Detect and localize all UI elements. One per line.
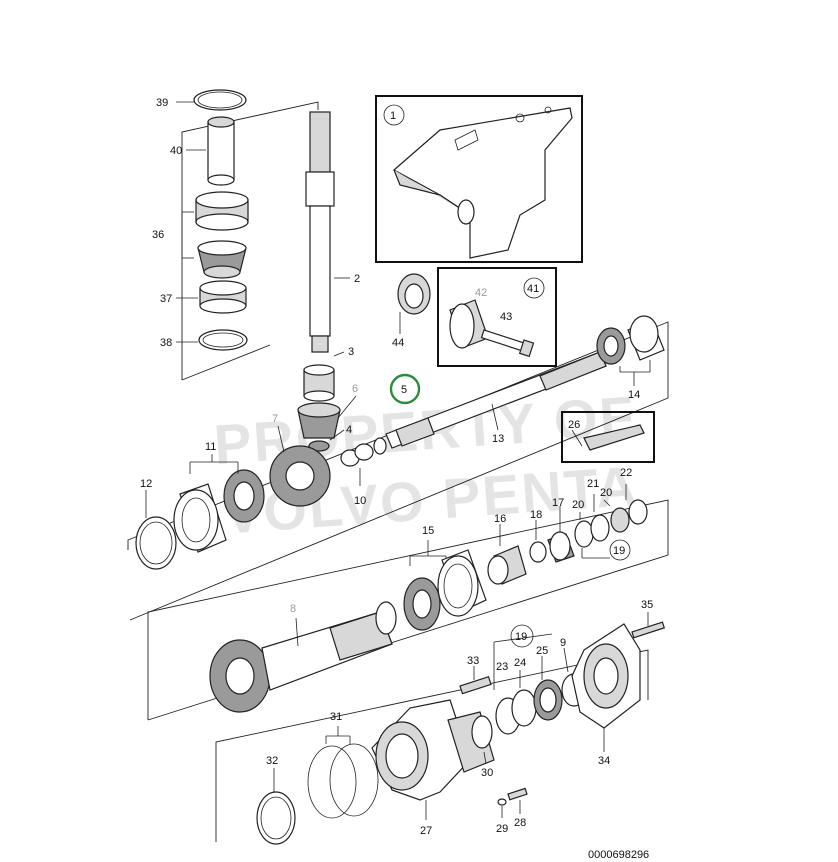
label-22: 22	[620, 467, 632, 479]
label-12: 12	[140, 478, 152, 490]
vertical-shaft-group: 2 3 6 4	[297, 111, 360, 452]
label-2: 2	[354, 273, 360, 285]
label-23: 23	[496, 661, 508, 673]
label-9: 9	[560, 637, 566, 649]
label-11: 11	[205, 441, 216, 453]
label-10: 10	[354, 495, 366, 507]
label-36: 36	[152, 229, 164, 241]
label-21: 21	[587, 478, 599, 490]
label-20b: 20	[600, 487, 612, 499]
label-7: 7	[272, 413, 278, 425]
label-35: 35	[641, 599, 653, 611]
label-38: 38	[160, 337, 172, 349]
label-24: 24	[514, 657, 526, 669]
label-5: 5	[401, 384, 407, 396]
o-ring-group: 31 32	[256, 711, 379, 845]
label-42: 42	[475, 287, 487, 299]
callout-box-1: 1	[375, 95, 583, 263]
label-13: 13	[492, 433, 504, 445]
callout-box-26: 26	[561, 411, 655, 463]
label-25: 25	[536, 645, 548, 657]
label-1: 1	[390, 110, 396, 122]
label-30: 30	[481, 767, 493, 779]
label-26: 26	[568, 419, 580, 431]
label-27: 27	[420, 825, 432, 837]
reverse-bearing-group: 15 16 18 17 20 21 20 22 19	[403, 467, 648, 631]
label-31: 31	[330, 711, 342, 723]
label-18: 18	[530, 509, 542, 521]
label-44: 44	[392, 337, 404, 349]
bearing-housing-group: 27 30 29 28	[371, 699, 528, 837]
label-3: 3	[348, 346, 354, 358]
label-34: 34	[598, 755, 610, 767]
label-19a: 19	[613, 545, 625, 557]
label-39: 39	[156, 97, 168, 109]
document-id: 0000698296	[588, 849, 649, 861]
propeller-shaft-group: 13 14	[373, 315, 665, 455]
part-10: 10	[340, 443, 374, 507]
label-40: 40	[170, 145, 182, 157]
label-32: 32	[266, 755, 278, 767]
label-16: 16	[494, 513, 506, 525]
label-15: 15	[422, 525, 434, 537]
upper-bearing-group: 39 40 36 37 38	[152, 89, 249, 351]
label-41: 41	[527, 283, 539, 295]
label-29: 29	[496, 823, 508, 835]
forward-gear-group: 7 11 12	[135, 413, 331, 570]
bearing-carrier-group: 33 23 24 25 9 19 35 34	[459, 599, 666, 767]
label-20a: 20	[572, 499, 584, 511]
highlight-5: 5	[389, 373, 421, 405]
label-14: 14	[628, 389, 640, 401]
label-33: 33	[467, 655, 479, 667]
label-28: 28	[514, 817, 526, 829]
label-37: 37	[160, 293, 172, 305]
label-17: 17	[552, 497, 564, 509]
pinion-gear-group: 8	[209, 601, 397, 713]
label-43: 43	[500, 311, 512, 323]
label-6: 6	[352, 383, 358, 395]
callout-box-41: 41 42 43	[437, 267, 557, 367]
label-8: 8	[290, 603, 296, 615]
label-19b: 19	[515, 631, 527, 643]
part-44: 44	[392, 273, 431, 349]
label-4: 4	[346, 424, 352, 436]
